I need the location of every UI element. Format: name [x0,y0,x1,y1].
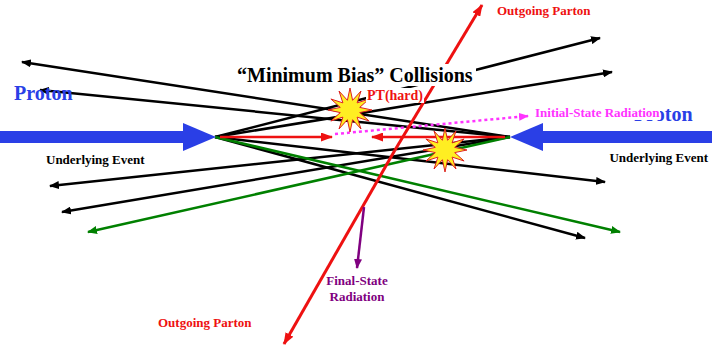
fsr-track [357,207,364,268]
radiation-label: Initial-State Radiation [535,106,660,120]
diagram-title: “Minimum Bias” Collisions [234,64,476,86]
green-tracks [88,137,620,232]
region-label: Underlying Event [46,153,145,167]
incoming-partons [220,136,505,139]
outgoing-parton-track [284,150,395,344]
pt-label: PT(hard) [366,88,424,103]
beam-label: Proton [14,82,73,104]
proton-beams [0,123,712,151]
radiation-label: Final-State Radiation [316,273,398,306]
region-label: Underlying Event [609,151,708,165]
parton-label: Outgoing Parton [497,4,591,18]
collision-star [423,128,467,172]
parton-label: Outgoing Parton [158,316,252,330]
